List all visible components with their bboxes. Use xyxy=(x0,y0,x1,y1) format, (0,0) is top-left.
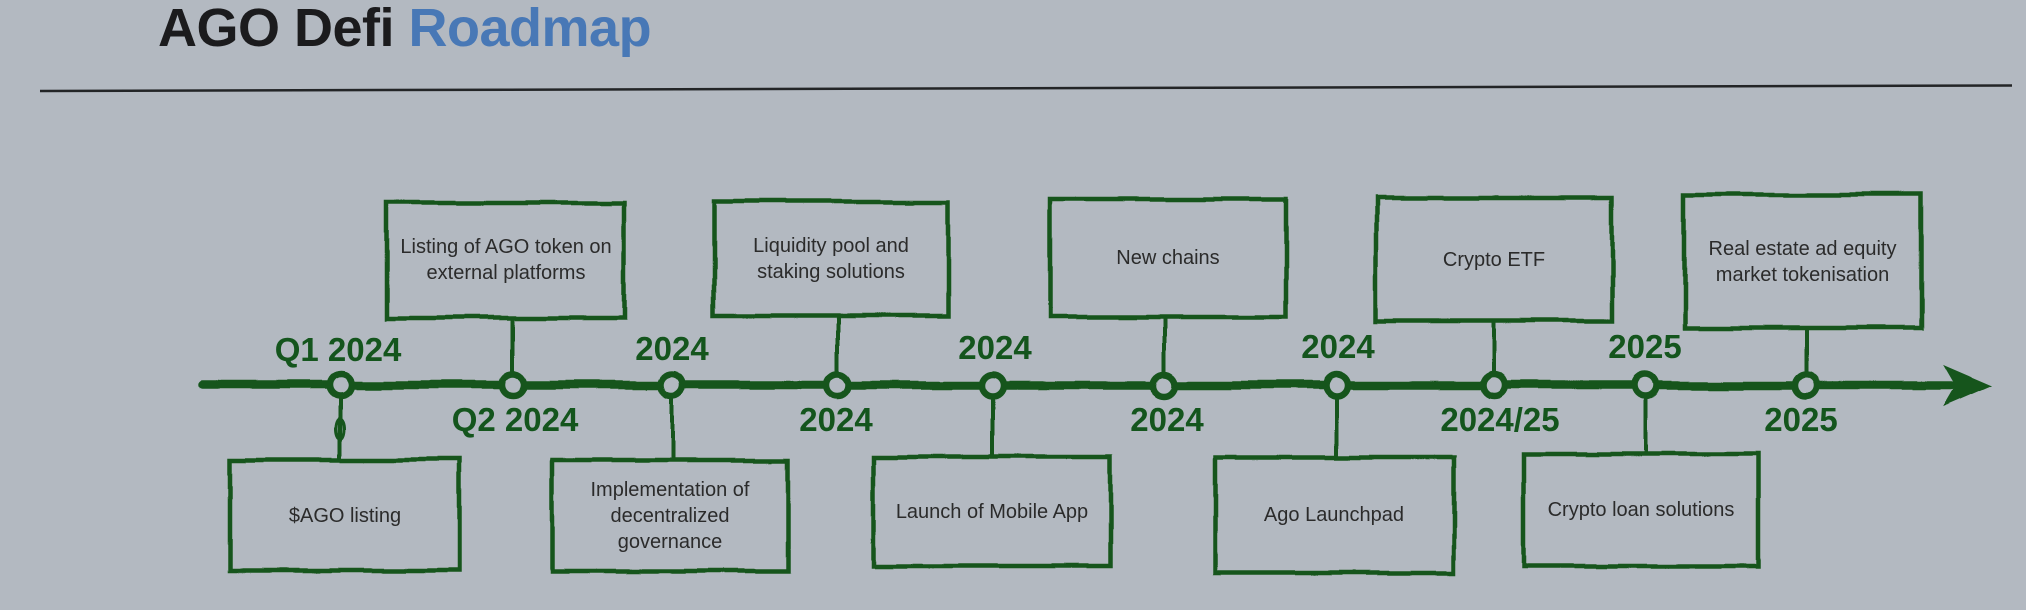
period-label: Q1 2024 xyxy=(274,331,402,368)
timeline-node xyxy=(1791,370,1821,400)
timeline-node xyxy=(657,370,687,400)
milestone-box: $AGO listing xyxy=(230,460,460,571)
period-label: 2024 xyxy=(635,330,709,367)
timeline-node xyxy=(1322,370,1352,400)
milestone-box: Ago Launchpad xyxy=(1215,457,1453,573)
milestone-box: Listing of AGO token on external platfor… xyxy=(387,202,625,318)
period-label: Q2 2024 xyxy=(451,401,579,438)
milestone-text: Real estate ad equity market tokenisatio… xyxy=(1708,237,1897,286)
period-label: 2025 xyxy=(1764,401,1838,438)
timeline-node xyxy=(1150,370,1180,400)
timeline-node xyxy=(1479,370,1509,400)
page-title: AGO Defi Roadmap xyxy=(158,0,652,60)
milestone-box: Real estate ad equity market tokenisatio… xyxy=(1684,195,1921,328)
timeline-node xyxy=(497,370,527,400)
milestone-text: New chains xyxy=(1116,247,1220,269)
milestone-text: Implementation of decentralized governan… xyxy=(590,478,750,553)
milestone-box: Crypto loan solutions xyxy=(1524,454,1758,566)
period-label: 2025 xyxy=(1608,328,1682,365)
milestone-box-outline xyxy=(1212,454,1456,576)
milestone-box-outline xyxy=(227,457,463,574)
timeline-arrowhead-icon xyxy=(1943,363,1993,407)
page-title-main: AGO Defi xyxy=(158,0,395,58)
milestone-text: Crypto ETF xyxy=(1442,248,1546,271)
milestone-text: Listing of AGO token on external platfor… xyxy=(400,236,612,284)
milestone-box-outline xyxy=(1681,192,1924,331)
connector-loop xyxy=(334,417,346,441)
milestone-box-outline xyxy=(549,457,791,574)
milestone-box: Launch of Mobile App xyxy=(874,457,1110,566)
timeline-node xyxy=(325,370,355,400)
milestone-box: New chains xyxy=(1050,199,1286,317)
period-label: 2024 xyxy=(799,401,873,438)
milestone-box-outline xyxy=(1047,196,1289,320)
milestone-box: Implementation of decentralized governan… xyxy=(552,460,788,571)
timeline-node xyxy=(1630,370,1660,400)
milestone-text: $AGO listing xyxy=(288,504,402,527)
milestone-text: Liquidity pool and staking solutions xyxy=(753,235,909,283)
period-label: 2024 xyxy=(1301,328,1375,365)
period-label: 2024/25 xyxy=(1440,401,1560,438)
period-label: 2024 xyxy=(1130,401,1204,438)
milestone-text: Ago Launchpad xyxy=(1263,504,1405,526)
milestone-box-outline xyxy=(711,199,951,319)
milestone-box-outline xyxy=(384,199,628,321)
milestone-box-outline xyxy=(871,454,1113,569)
title-underline xyxy=(39,84,2013,93)
milestone-box: Crypto ETF xyxy=(1376,198,1612,321)
period-label: 2024 xyxy=(958,329,1032,366)
page-title-accent: Roadmap xyxy=(408,0,652,58)
timeline-node xyxy=(978,370,1008,400)
timeline-node xyxy=(823,370,853,400)
milestone-text: Crypto loan solutions xyxy=(1547,499,1735,521)
milestone-box: Liquidity pool and staking solutions xyxy=(714,202,948,316)
milestone-box-outline xyxy=(1373,195,1615,324)
milestone-text: Launch of Mobile App xyxy=(895,500,1089,523)
milestone-box-outline xyxy=(1521,451,1761,569)
